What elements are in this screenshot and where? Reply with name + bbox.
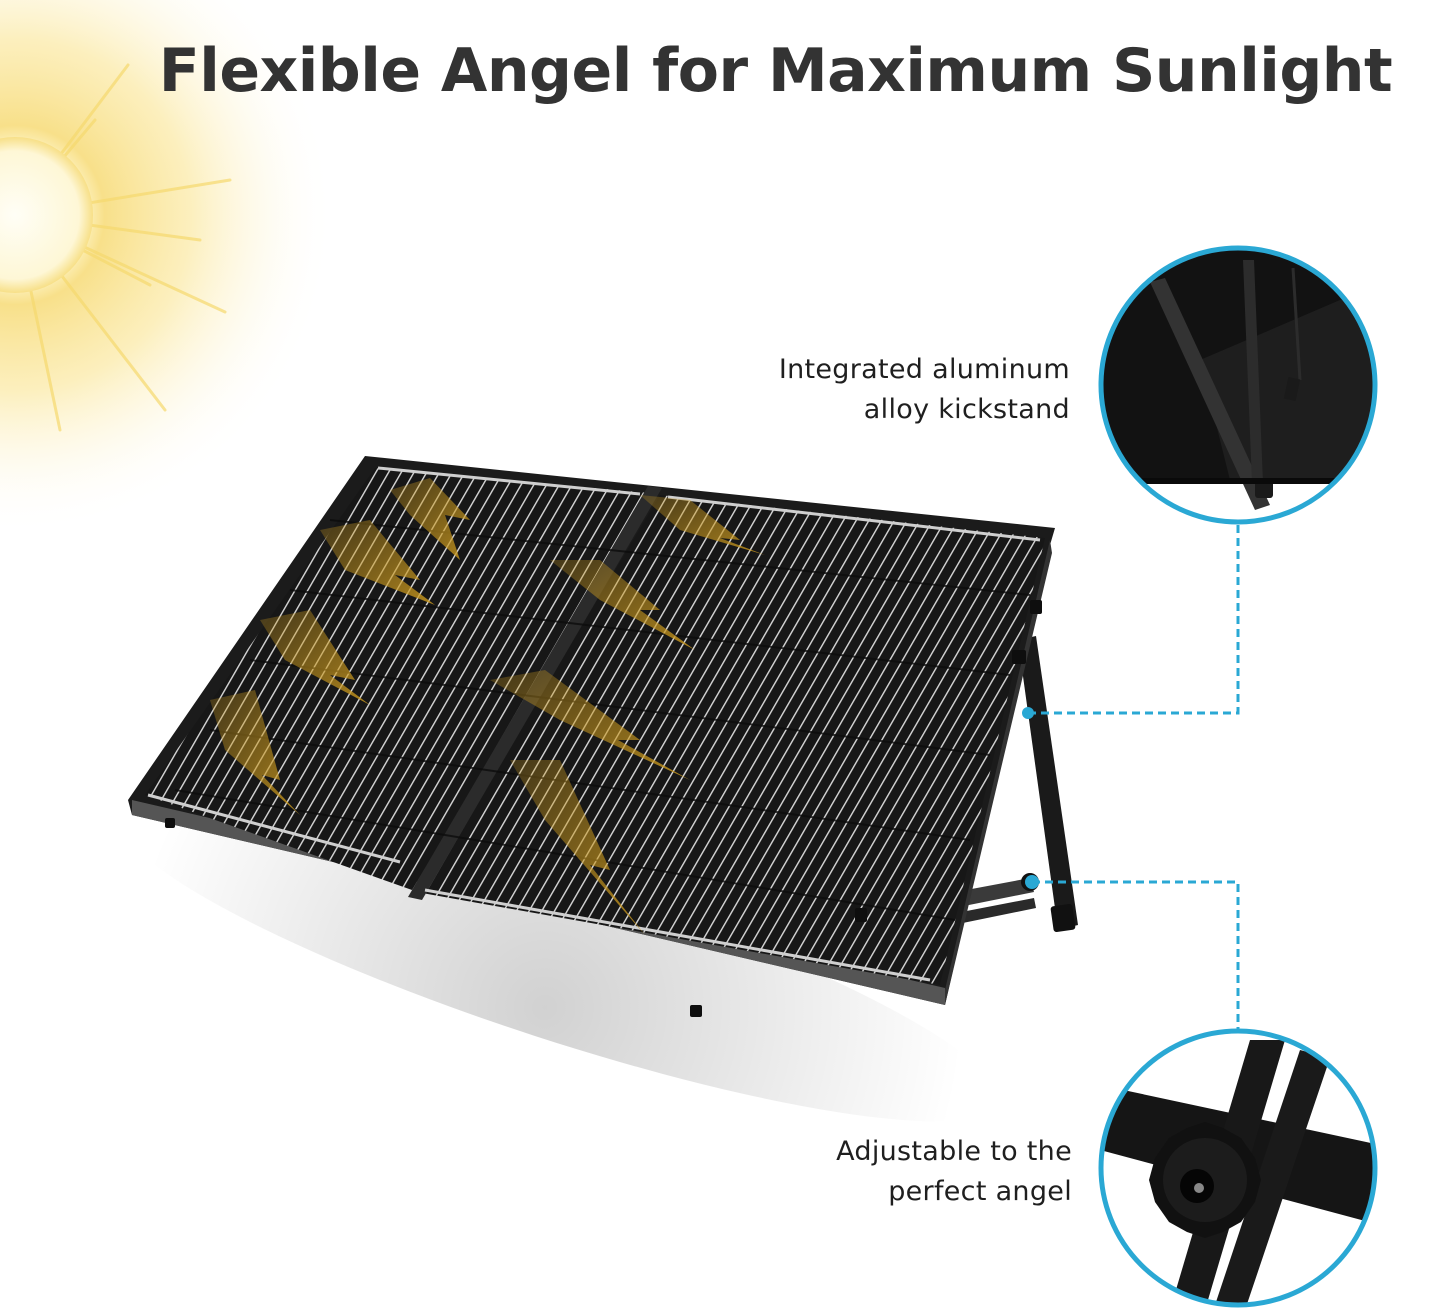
panel-shadow [121,798,999,1122]
callout-kickstand-line-1: Integrated aluminum [778,354,1070,385]
callout-connectors [1028,523,1240,1030]
callout-kickstand: Integrated aluminum alloy kickstand [650,350,1070,430]
kickstand-closeup-image [1098,245,1378,525]
sun-glow-icon [0,0,335,535]
callout-dot-knob [1025,875,1039,889]
callout-adjustable: Adjustable to the perfect angel [712,1132,1072,1212]
callout-adjustable-line-1: Adjustable to the [836,1136,1072,1167]
callout-adjustable-line-2: perfect angel [888,1176,1072,1207]
callout-kickstand-line-2: alloy kickstand [863,394,1070,425]
knob-closeup-image [1098,1028,1378,1308]
sunlight-direction-arrows [210,478,765,935]
callout-dot-kickstand [1022,707,1034,719]
page-title: Flexible Angel for Maximum Sunlight [158,36,1393,107]
